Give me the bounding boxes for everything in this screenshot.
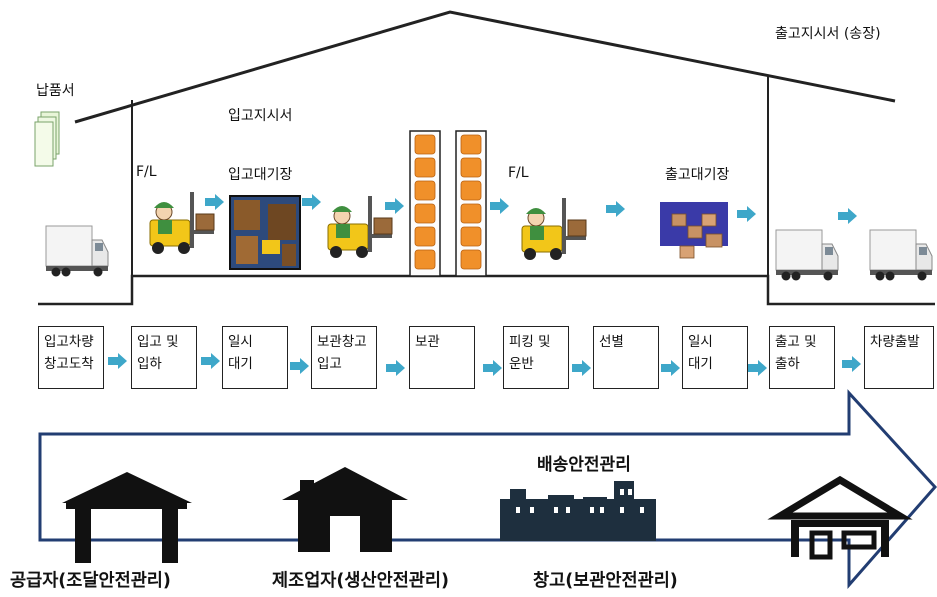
step-line1: 일시 [228,334,253,350]
process-step-storage: 보관 [409,326,475,389]
step-line1: 입고 및 [137,334,179,350]
step-line2: 입고 [317,356,342,372]
step-line1: 차량출발 [870,334,920,350]
storage-box [460,180,482,201]
forklift-label-1: F/L [136,164,157,180]
step-line2: 입하 [137,356,162,372]
supplier-label: 공급자(조달안전관리) [10,571,171,591]
process-step-storage-entry: 보관창고 입고 [311,326,377,389]
outbound-wait-label: 출고대기장 [665,167,730,183]
step-line1: 보관 [415,334,440,350]
storage-box [460,249,482,270]
inbound-waiting-area-image [229,195,301,270]
step-line2: 대기 [228,356,253,372]
process-step-picking: 피킹 및 운반 [503,326,569,389]
storage-box [414,180,436,201]
process-step-receiving: 입고 및 입하 [131,326,197,389]
forklift-icon [327,195,393,259]
process-step-shipping: 출고 및 출하 [769,326,835,389]
forklift-icon [149,191,215,255]
manufacturer-house-icon [282,467,408,552]
storage-box [460,134,482,155]
storage-box [414,249,436,270]
process-step-vehicle-departure: 차량출발 [864,326,934,389]
step-line2: 출하 [775,356,800,372]
storage-box [460,203,482,224]
departing-truck-icon [775,229,839,281]
outbound-instruction-label: 출고지시서 (송장) [775,26,881,42]
manufacturer-label: 제조업자(생산안전관리) [272,571,449,591]
storage-boxes [414,134,482,270]
step-line2: 창고도착 [44,356,94,372]
storage-box [414,134,436,155]
warehouse-label: 창고(보관안전관리) [533,571,678,591]
document-icon [34,111,60,167]
warehouse-skyline-icon [500,481,656,541]
arriving-truck-icon [45,225,109,277]
inbound-instruction-label: 입고지시서 [228,108,293,124]
forklift-label-2: F/L [508,165,529,181]
departed-truck-icon [869,229,933,281]
flow-arrows-process [108,353,861,376]
step-line1: 보관창고 [317,334,367,350]
process-step-temporary-wait-2: 일시 대기 [682,326,748,389]
inbound-wait-label: 입고대기장 [228,167,293,183]
outbound-boxes-image [660,202,728,259]
forklift-icon [521,197,587,261]
process-step-temporary-wait: 일시 대기 [222,326,288,389]
storage-box [414,157,436,178]
delivery-note-label: 납품서 [36,83,75,99]
step-line2: 운반 [509,356,534,372]
storage-box [460,226,482,247]
step-line1: 출고 및 [775,334,817,350]
destination-house-icon [767,475,913,560]
step-line1: 선별 [599,334,624,350]
step-line2: 대기 [688,356,713,372]
supplier-building-icon [62,472,192,563]
process-step-inbound-arrival: 입고차량 창고도착 [38,326,104,389]
storage-box [414,226,436,247]
delivery-safety-label: 배송안전관리 [537,455,631,475]
process-step-sorting: 선별 [593,326,659,389]
step-line1: 피킹 및 [509,334,551,350]
step-line1: 일시 [688,334,713,350]
step-line1: 입고차량 [44,334,94,350]
storage-box [414,203,436,224]
storage-box [460,157,482,178]
